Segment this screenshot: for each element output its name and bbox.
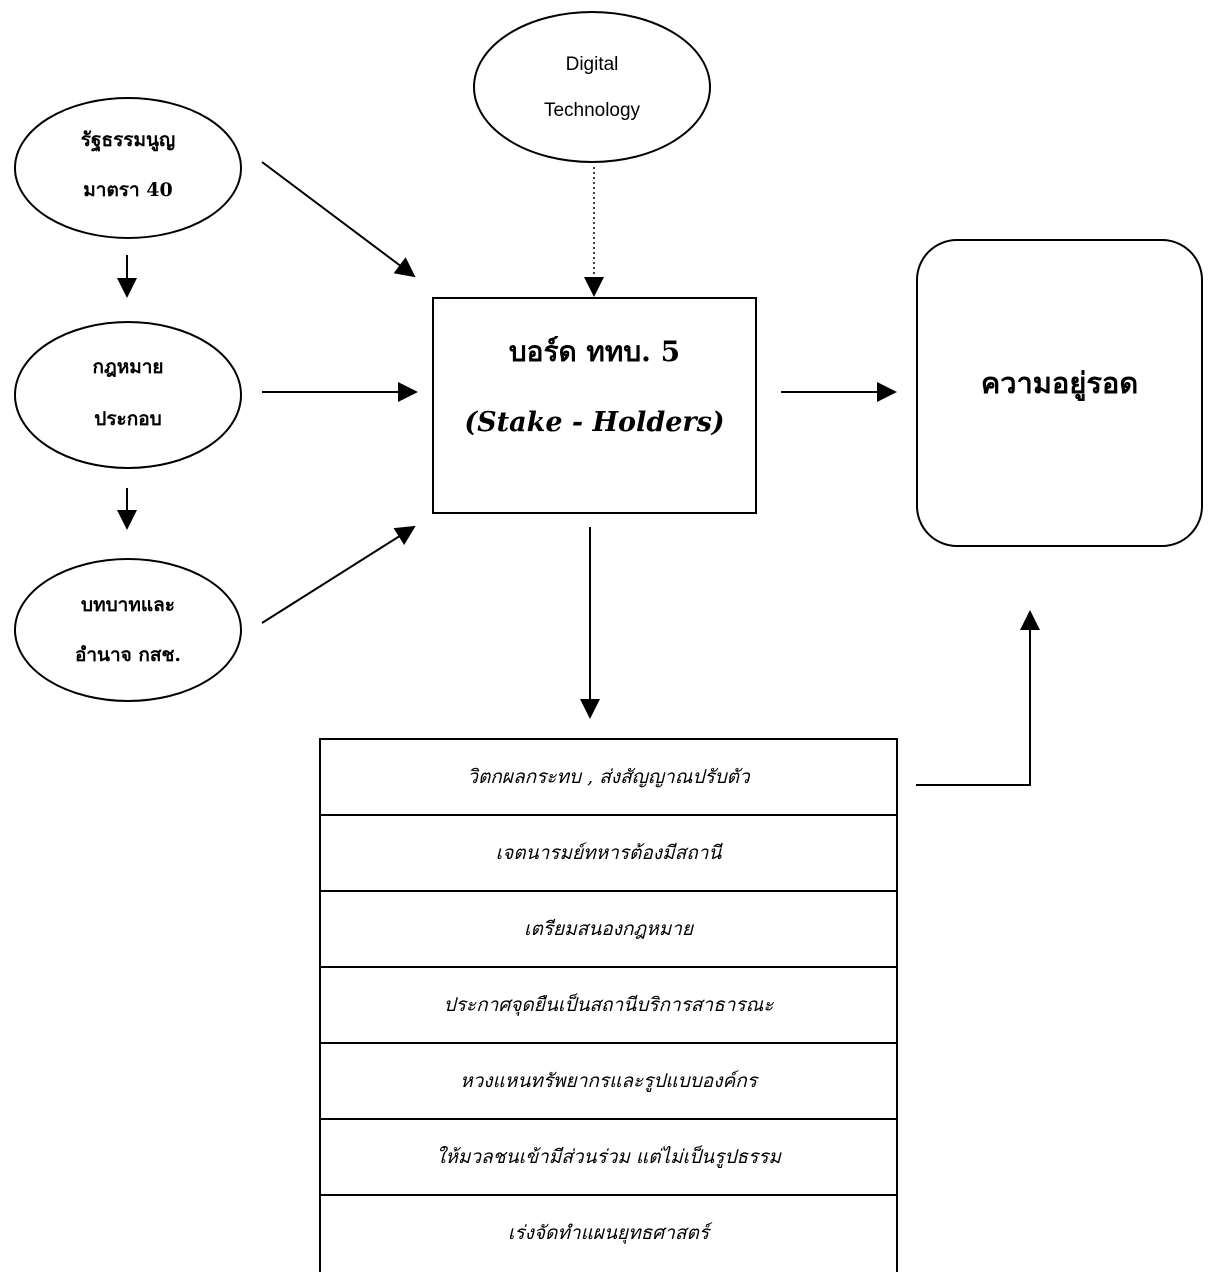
survival-label: ความอยู่รอด <box>980 366 1139 400</box>
step-text: ประกาศจุดยืนเป็นสถานีบริการสาธารณะ <box>443 994 774 1016</box>
board-box <box>432 297 757 514</box>
constitution-label-line1: รัฐธรรมนูญ <box>80 129 176 151</box>
step-row: เจตนารมย์ทหารต้องมีสถานี <box>320 815 897 891</box>
step-row: ให้มวลชนเข้ามีส่วนร่วม แต่ไม่เป็นรูปธรรม <box>320 1119 897 1195</box>
role-oval <box>14 558 242 702</box>
role-label-line2: อำนาจ กสช. <box>74 644 182 666</box>
step-text: เร่งจัดทำแผนยุทธศาสตร์ <box>507 1222 710 1244</box>
step-text: วิตกผลกระทบ , ส่งสัญญาณปรับตัว <box>467 766 750 788</box>
arrow-constitution-to-board <box>261 161 416 278</box>
digital-label-line2: Technology <box>543 100 641 121</box>
constitution-label-line2: มาตรา 40 <box>83 179 173 201</box>
law-oval <box>14 321 242 469</box>
role-label-line1: บทบาทและ <box>81 594 175 616</box>
arrow-role-to-board <box>261 525 416 624</box>
step-row: วิตกผลกระทบ , ส่งสัญญาณปรับตัว <box>320 739 897 815</box>
constitution-oval <box>14 97 242 239</box>
law-label-line1: กฎหมาย <box>92 356 164 378</box>
steps-table-border <box>319 738 898 1272</box>
board-subtitle: (Stake - Holders) <box>464 407 725 438</box>
step-text: หวงแหนทรัพยากรและรูปแบบองค์กร <box>460 1070 757 1092</box>
step-row: หวงแหนทรัพยากรและรูปแบบองค์กร <box>320 1043 897 1119</box>
step-row: เร่งจัดทำแผนยุทธศาสตร์ <box>320 1195 897 1271</box>
step-text: ให้มวลชนเข้ามีส่วนร่วม แต่ไม่เป็นรูปธรรม <box>436 1146 781 1168</box>
arrow-steps-to-survival <box>916 610 1040 786</box>
survival-box <box>916 239 1203 547</box>
step-text: เตรียมสนองกฎหมาย <box>523 918 694 940</box>
step-row: ประกาศจุดยืนเป็นสถานีบริการสาธารณะ <box>320 967 897 1043</box>
digital-label-line1: Digital <box>565 54 619 75</box>
law-label-line2: ประกอบ <box>94 408 162 430</box>
digital-oval <box>473 11 711 163</box>
board-title: บอร์ด ททบ. 5 <box>508 335 681 368</box>
step-row: เตรียมสนองกฎหมาย <box>320 891 897 967</box>
step-text: เจตนารมย์ทหารต้องมีสถานี <box>495 842 722 864</box>
